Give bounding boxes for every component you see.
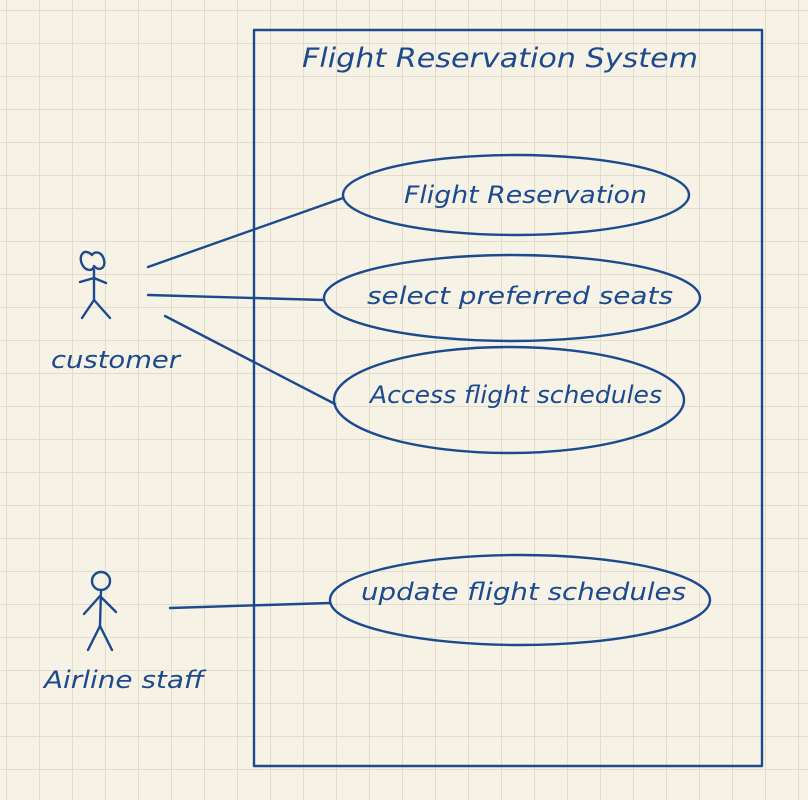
use-case-label-access-flight-schedules: Access flight schedules [368,381,662,409]
actor-label-airline-staff: Airline staff [42,666,207,694]
association-customer-flight-reservation [146,196,345,269]
system-boundary [252,28,764,768]
association-customer-access-schedules [163,314,337,406]
airline-staff-actor-figure [82,570,118,652]
association-customer-select-seats [146,293,326,302]
association-staff-update-schedules [168,601,332,610]
use-case-label-update-flight-schedules: update flight schedules [361,578,686,606]
use-case-select-preferred-seats [322,253,702,343]
use-case-access-flight-schedules [332,345,686,455]
use-case-flight-reservation [341,153,691,237]
use-case-label-flight-reservation: Flight Reservation [404,181,647,209]
actor-label-customer: customer [51,346,182,374]
use-case-update-flight-schedules [328,553,712,647]
system-title: Flight Reservation System [302,43,698,74]
use-case-label-select-preferred-seats: select preferred seats [367,282,673,310]
customer-actor-figure [78,250,112,320]
